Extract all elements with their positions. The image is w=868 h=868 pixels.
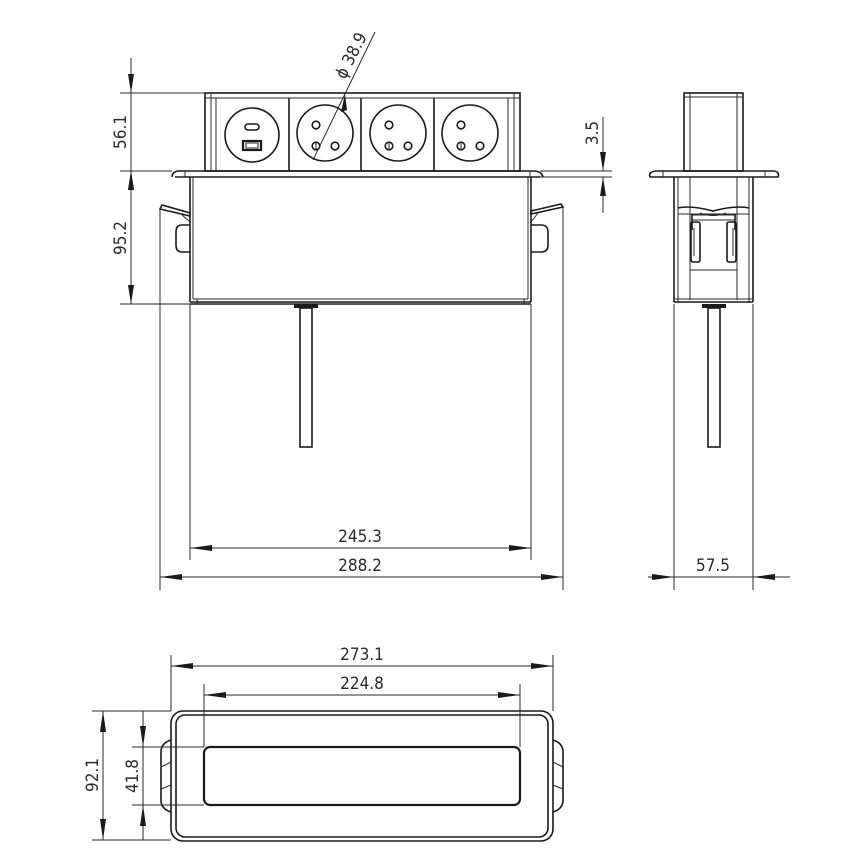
top-outline	[170, 710, 554, 842]
usb-a-port-icon	[241, 139, 263, 152]
dimension-top-height: 56.1	[111, 58, 205, 200]
dimension-inner-width: 245.3	[189, 304, 532, 560]
dimension-flange-thickness: 3.5	[583, 117, 606, 213]
dim-3-5: 3.5	[583, 121, 603, 145]
dimension-socket-diameter: ϕ 38.9	[312, 30, 376, 161]
power-cable	[294, 304, 318, 448]
power-socket-3	[441, 104, 499, 162]
side-flange	[648, 170, 780, 178]
dim-38-9: ϕ 38.9	[332, 30, 372, 83]
dimension-depth: 57.5	[648, 304, 790, 590]
dim-57-5: 57.5	[696, 556, 730, 576]
top-opening	[202, 745, 522, 807]
dim-273-1: 273.1	[340, 645, 384, 665]
top-left-clamp	[160, 739, 172, 813]
dim-41-8: 41.8	[123, 759, 143, 793]
dimension-top-opening-width: 224.8	[203, 674, 521, 747]
dimension-body-height: 95.2	[111, 171, 190, 305]
dimension-top-overall-width: 273.1	[170, 645, 554, 711]
top-view: 273.1 224.8 92.1 41.8	[83, 645, 564, 842]
power-socket-1	[296, 104, 354, 162]
side-cable	[702, 304, 726, 448]
right-clamp	[530, 203, 565, 590]
side-top-housing	[683, 92, 744, 172]
dim-288-2: 288.2	[338, 556, 382, 576]
top-right-clamp	[552, 739, 564, 813]
side-body	[673, 177, 754, 303]
box-body	[189, 177, 532, 305]
usb-c-port-icon	[244, 123, 260, 131]
dim-92-1: 92.1	[83, 758, 103, 792]
front-view: 56.1 95.2 3.5 ϕ 38.9	[111, 30, 612, 590]
dimension-outer-width: 288.2	[160, 556, 563, 580]
dim-95-2: 95.2	[111, 221, 131, 255]
side-view: 57.5	[648, 92, 790, 590]
dim-56-1: 56.1	[111, 115, 131, 149]
power-socket-2	[369, 104, 427, 162]
dim-224-8: 224.8	[340, 674, 384, 694]
dimension-top-overall-depth: 92.1	[83, 710, 171, 841]
left-clamp	[158, 204, 191, 590]
dim-245-3: 245.3	[338, 527, 382, 547]
dimension-top-opening-depth: 41.8	[123, 711, 204, 840]
flange	[171, 170, 612, 178]
usb-module	[224, 107, 280, 163]
